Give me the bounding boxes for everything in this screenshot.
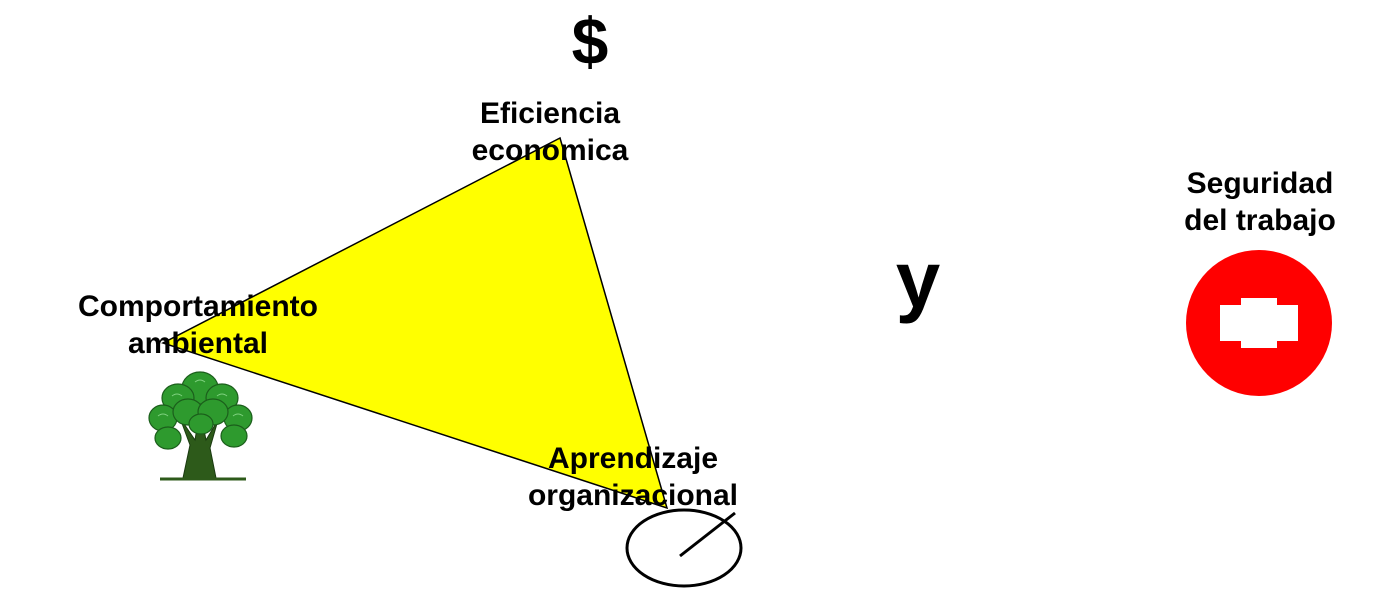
label-learning-line2: organizacional xyxy=(527,479,739,512)
tree-icon xyxy=(148,371,253,481)
label-work-safety: Seguridad del trabajo xyxy=(1140,165,1380,239)
label-environmental-line1: Comportamiento xyxy=(78,290,318,323)
label-organizational-learning: Aprendizaje organizacional xyxy=(463,440,803,514)
connector-y: y xyxy=(895,235,941,324)
gauge-icon xyxy=(625,508,743,588)
dollar-symbol: $ xyxy=(571,4,609,78)
label-safety-line1: Seguridad xyxy=(1186,167,1334,200)
label-learning-line1: Aprendizaje xyxy=(547,442,719,475)
label-economic-efficiency: Eficiencia economica xyxy=(420,95,680,169)
label-environmental-line2: ambiental xyxy=(127,327,269,360)
red-cross-icon xyxy=(1186,250,1332,396)
label-safety-line2: del trabajo xyxy=(1184,204,1336,237)
label-economic-line1: Eficiencia xyxy=(479,97,621,130)
label-economic-line2: economica xyxy=(471,134,629,167)
triangle-shape xyxy=(161,136,669,510)
label-environmental-behavior: Comportamiento ambiental xyxy=(8,288,388,362)
